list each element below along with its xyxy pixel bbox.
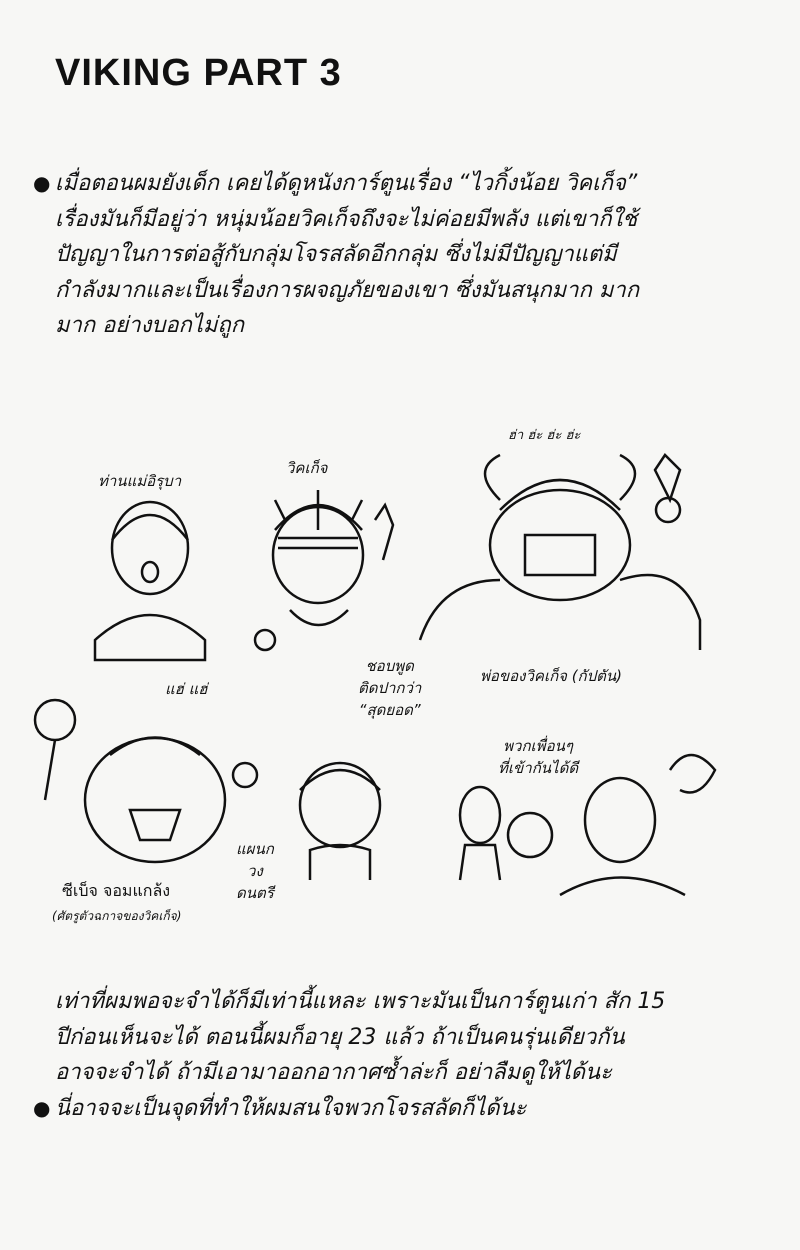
father-drawing [418, 453, 702, 650]
label-laugh: ฮ่า ฮ่ะ ฮ่ะ ฮ่ะ [508, 428, 581, 443]
intro-line: เรื่องมันก็มีอยู่ว่า หนุ่มน้อยวิคเก็จถึง… [55, 206, 638, 232]
label-friends: พวกเพื่อนๆ ที่เข้ากันได้ดี [498, 735, 578, 779]
bullet-icon: ● [33, 171, 51, 195]
label-line: แผนก [236, 840, 274, 858]
label-line: วง [247, 862, 263, 880]
intro-paragraph: ● เมื่อตอนผมยังเด็ก เคยได้ดูหนังการ์ตูนเ… [33, 166, 755, 344]
outro-line: เท่าที่ผมพอจะจำได้ก็มีเท่านี้แหละ เพราะม… [55, 989, 666, 1014]
label-father: พ่อของวิคเก็จ (กัปตัน) [480, 667, 623, 685]
label-line: “สุดยอด” [358, 701, 421, 719]
label-line: ที่เข้ากันได้ดี [498, 759, 579, 777]
outro-line: อาจจะจำได้ ถ้ามีเอามาออกอากาศซ้ำล่ะก็ อย… [55, 1060, 612, 1085]
intro-line: เมื่อตอนผมยังเด็ก เคยได้ดูหนังการ์ตูนเรื… [55, 171, 638, 196]
intro-line: ปัญญาในการต่อสู้กับกลุ่มโจรสลัดอีกกลุ่ม … [55, 242, 617, 267]
label-vicke: วิคเก็จ [286, 459, 328, 477]
last-bullet-line: ● นี่อาจจะเป็นจุดที่ทำให้ผมสนใจพวกโจรสลั… [33, 1091, 755, 1127]
mother-drawing [93, 500, 207, 662]
outro-paragraph: เท่าที่ผมพอจะจำได้ก็มีเท่านี้แหละ เพราะม… [33, 984, 755, 1127]
outro-line: ปีก่อนเห็นจะได้ ตอนนี้ผมก็อายุ 23 แล้ว ถ… [55, 1024, 625, 1050]
label-catchphrase: ชอบพูด ติดปากว่า “สุดยอด” [358, 655, 421, 721]
bullet-icon: ● [33, 1095, 51, 1120]
label-hehe: แฮ่ แฮ่ [165, 680, 208, 698]
enemy-drawing [33, 698, 259, 864]
label-line: ชอบพูด [365, 657, 414, 675]
vicke-drawing [253, 490, 395, 652]
label-line: พวกเพื่อนๆ [503, 737, 573, 755]
label-line: ติดปากว่า [358, 679, 422, 697]
label-enemy: ซีเบ็จ จอมแกล้ง [62, 881, 171, 900]
page-title: VIKING PART 3 [55, 52, 342, 94]
label-mother: ท่านแม่อิรุบา [98, 472, 182, 490]
label-music: แผนก วง ดนตรี [236, 838, 274, 904]
label-line: ดนตรี [236, 884, 274, 902]
last-bullet-text: นี่อาจจะเป็นจุดที่ทำให้ผมสนใจพวกโจรสลัดก… [55, 1095, 527, 1121]
intro-line: กำลังมากและเป็นเรื่องการผจญภัยของเขา ซึ่… [55, 277, 640, 303]
band-drawing [298, 753, 717, 897]
intro-line: มาก อย่างบอกไม่ถูก [55, 313, 245, 338]
label-enemy-note: (ศัตรูตัวฉกาจของวิคเก็จ) [52, 909, 182, 923]
